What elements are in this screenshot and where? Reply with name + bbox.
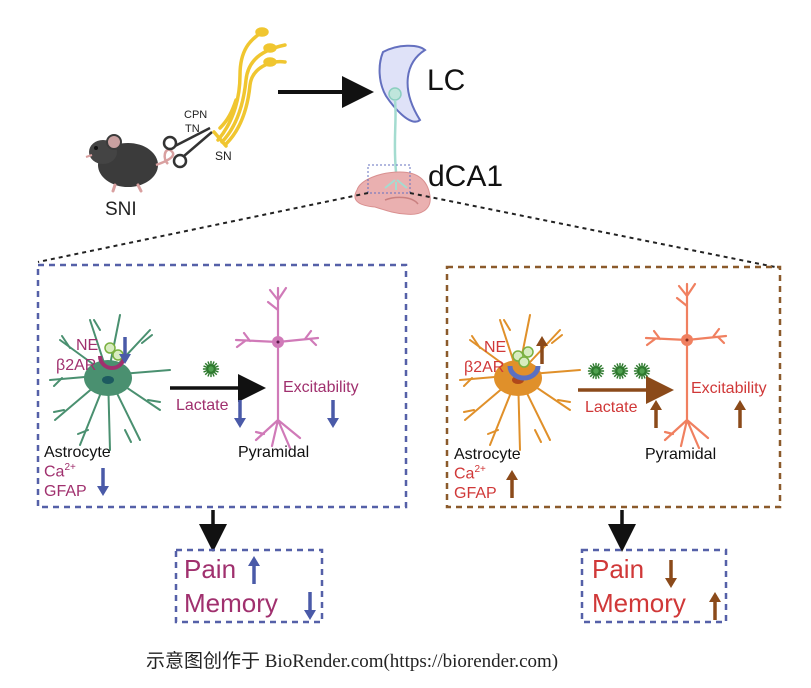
excitability-label-right: Excitability [691, 380, 767, 397]
pyramidal-neuron-right-icon [644, 282, 728, 450]
gfap-label-right: GFAP [454, 485, 497, 502]
figure-caption: 示意图创作于 BioRender.com(https://biorender.c… [146, 651, 559, 672]
ca-text: Ca [454, 465, 475, 483]
scissors-icon [162, 126, 213, 169]
locus-coeruleus-icon [378, 44, 427, 173]
receptor-label-right: β2AR [464, 359, 505, 376]
dca1-label: dCA1 [428, 160, 504, 193]
astrocyte-left-icon [49, 314, 171, 451]
left-outcome-border [174, 548, 324, 624]
excitability-change-arrow-right [734, 400, 746, 428]
lactate-dot-right-2 [611, 362, 629, 380]
mouse-icon [85, 134, 175, 193]
pyramidal-label-left: Pyramidal [238, 444, 310, 461]
excitability-label-left: Excitability [283, 379, 359, 396]
excitability-change-arrow-left [327, 400, 339, 428]
sn-label: SN [215, 149, 232, 163]
pain-change-arrow-right [665, 560, 677, 588]
ne-change-arrow-right [536, 336, 548, 364]
receptor-label-left: β2AR [56, 357, 97, 374]
lactate-label-right: Lactate [585, 399, 638, 416]
zoom-line-right [409, 192, 781, 269]
ne-label-left: NE [76, 337, 99, 354]
pain-label-left: Pain [184, 554, 237, 584]
ne-label-right: NE [484, 339, 507, 356]
ca-text: Ca [44, 463, 65, 481]
zoom-line-left [37, 192, 369, 263]
tn-label: TN [185, 123, 200, 135]
lactate-dot-right-3 [633, 362, 651, 380]
lactate-dot-right-1 [587, 362, 605, 380]
lc-label: LC [427, 64, 466, 97]
ca-label-right: Ca2+ [454, 465, 486, 482]
astrocyte-right-icon [459, 314, 581, 451]
cpn-label: CPN [184, 109, 208, 121]
pain-change-arrow-left [248, 556, 260, 584]
memory-change-arrow-right [709, 592, 721, 620]
right-outcome-border [580, 548, 728, 624]
astrocyte-label-left: Astrocyte [44, 444, 111, 461]
astrocyte-label-right: Astrocyte [454, 446, 521, 463]
sciatic-nerve-icon [212, 27, 287, 148]
pyramidal-neuron-left-icon [234, 286, 320, 450]
lactate-label-left: Lactate [176, 397, 229, 414]
memory-change-arrow-left [304, 592, 316, 620]
lactate-change-arrow-right [650, 400, 662, 428]
memory-label-right: Memory [592, 588, 686, 618]
ne-vesicles-right [507, 346, 541, 381]
gfap-change-arrow-right [506, 470, 518, 498]
pyramidal-label-right: Pyramidal [645, 446, 717, 463]
gfap-change-arrow-left [97, 468, 109, 496]
lactate-dot-left-1 [202, 360, 220, 378]
hippocampus-icon [354, 164, 431, 215]
ca-label-left: Ca2+ [44, 463, 76, 480]
ne-change-arrow-left [119, 337, 131, 364]
gfap-label-left: GFAP [44, 483, 87, 500]
lactate-change-arrow-left [234, 400, 246, 428]
ca-superscript: 2+ [64, 462, 76, 473]
sni-label: SNI [105, 199, 137, 220]
ca-superscript: 2+ [474, 464, 486, 475]
right-panel-border [445, 265, 782, 509]
memory-label-left: Memory [184, 588, 278, 618]
left-panel-border [36, 263, 408, 509]
pain-label-right: Pain [592, 554, 645, 584]
